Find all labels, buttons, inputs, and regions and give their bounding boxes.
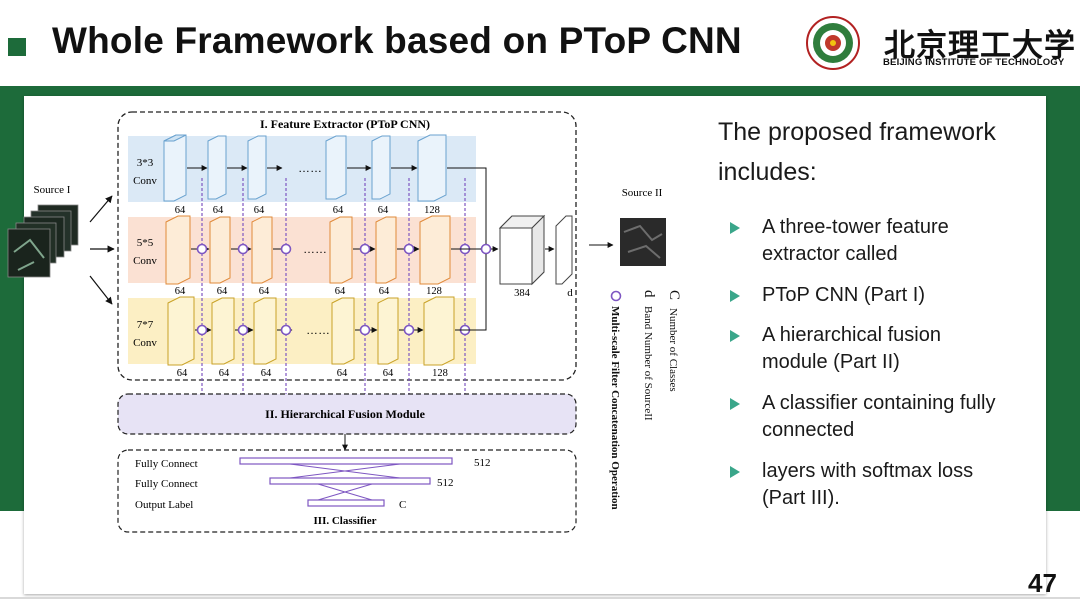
- fusion-module-box: [117, 393, 577, 435]
- university-seal-icon: [806, 16, 860, 70]
- row1-conv-blocks: [163, 134, 447, 202]
- row2-conv-label: Conv: [133, 255, 157, 267]
- row1-ch-4: 64: [333, 205, 344, 216]
- row1-conv-label: Conv: [133, 175, 157, 187]
- source-2-image: [620, 218, 666, 266]
- bullet-4-line-1: A classifier containing fully: [762, 392, 996, 414]
- legend-concat-text: Multi-scale Filter Concatenation Operati…: [609, 306, 621, 510]
- bullet-icon-5: [730, 466, 740, 478]
- fc-layer-2: [269, 477, 431, 485]
- row1-ch-3: 64: [254, 205, 265, 216]
- concat-channels: 384: [514, 288, 531, 299]
- text-panel: The proposed framework includes: A three…: [704, 106, 1024, 576]
- legend-d-text: Band Number of SourceII: [642, 306, 654, 421]
- heading-line-1: The proposed framework: [718, 118, 996, 146]
- classifier-row3-size: C: [399, 499, 406, 511]
- row3-ch-6: 128: [432, 368, 448, 379]
- fc-layer-1: [239, 457, 453, 465]
- row2-ellipsis: ……: [303, 242, 327, 256]
- bullet-4-line-2: connected: [762, 419, 855, 441]
- bullet-1-line-1: A three-tower feature: [762, 216, 949, 238]
- classifier-row2-label: Fully Connect: [135, 478, 198, 490]
- legend-c-text: Number of Classes: [667, 308, 679, 392]
- slide-title: Whole Framework based on PToP CNN: [52, 20, 742, 61]
- concat-operators: [196, 243, 492, 336]
- row3-ch-1: 64: [177, 368, 188, 379]
- feature-extractor-box: [117, 111, 577, 381]
- row2-conv-blocks: [165, 215, 451, 285]
- row2-ch-6: 128: [426, 286, 442, 297]
- fusion-module-title: II. Hierarchical Fusion Module: [265, 407, 425, 421]
- classifier-row1-label: Fully Connect: [135, 458, 198, 470]
- bullet-icon-1: [730, 222, 740, 234]
- row2-kernel-label: 5*5: [137, 237, 154, 249]
- bullet-2-line-1: PToP CNN (Part I): [762, 284, 925, 306]
- output-layer: [307, 499, 385, 507]
- classifier-row1-size: 512: [474, 457, 491, 469]
- bottom-divider: [0, 597, 1080, 599]
- bullet-icon-3: [730, 330, 740, 342]
- legend-concat-icon: [610, 290, 622, 302]
- row2-ch-5: 64: [379, 286, 390, 297]
- row1-ch-1: 64: [175, 205, 186, 216]
- title-bar: [0, 0, 1080, 86]
- source-1-label: Source I: [34, 184, 71, 196]
- source-2-label: Source II: [622, 187, 663, 199]
- row3-conv-label: Conv: [133, 337, 157, 349]
- source-1-image-stack: [7, 204, 79, 278]
- bullet-3-line-2: module (Part II): [762, 351, 900, 373]
- bullet-5-line-2: (Part III).: [762, 487, 840, 509]
- bullet-5-line-1: layers with softmax loss: [762, 460, 974, 482]
- bullet-icon-4: [730, 398, 740, 410]
- row3-conv-blocks: [167, 296, 455, 366]
- classifier-title: III. Classifier: [314, 515, 377, 527]
- row3-kernel-label: 7*7: [137, 319, 154, 331]
- bullet-1-line-2: extractor called: [762, 243, 898, 265]
- row1-ch-2: 64: [213, 205, 224, 216]
- row2-ch-1: 64: [175, 286, 186, 297]
- row2-ch-2: 64: [217, 286, 228, 297]
- row3-ellipsis: ……: [306, 323, 330, 337]
- row2-ch-4: 64: [335, 286, 346, 297]
- row1-kernel-label: 3*3: [137, 157, 154, 169]
- title-bullet-square: [8, 38, 26, 56]
- university-name-en: BEIJING INSTITUTE OF TECHNOLOGY: [883, 57, 1065, 68]
- university-name-cn: 北京理工大学: [884, 28, 1076, 64]
- row1-ellipsis: ……: [298, 161, 322, 175]
- row3-ch-3: 64: [261, 368, 272, 379]
- concat-block-384: [498, 214, 546, 286]
- classifier-box: [117, 449, 577, 533]
- row1-ch-5: 64: [378, 205, 389, 216]
- legend-d-symbol: d: [641, 290, 657, 298]
- row3-ch-5: 64: [383, 368, 394, 379]
- legend-c-symbol: C: [666, 290, 682, 300]
- bullet-3-line-1: A hierarchical fusion: [762, 324, 941, 346]
- row3-ch-2: 64: [219, 368, 230, 379]
- row3-ch-4: 64: [337, 368, 348, 379]
- classifier-row2-size: 512: [437, 477, 454, 489]
- output-dim: d: [567, 287, 573, 299]
- row1-ch-6: 128: [424, 205, 440, 216]
- classifier-row3-label: Output Label: [135, 499, 193, 511]
- output-block-d: [555, 215, 573, 285]
- feature-extractor-title: I. Feature Extractor (PToP CNN): [260, 117, 430, 131]
- page-number: 47: [1028, 568, 1057, 598]
- bullet-icon-2: [730, 290, 740, 302]
- heading-line-2: includes:: [718, 158, 817, 186]
- row2-ch-3: 64: [259, 286, 270, 297]
